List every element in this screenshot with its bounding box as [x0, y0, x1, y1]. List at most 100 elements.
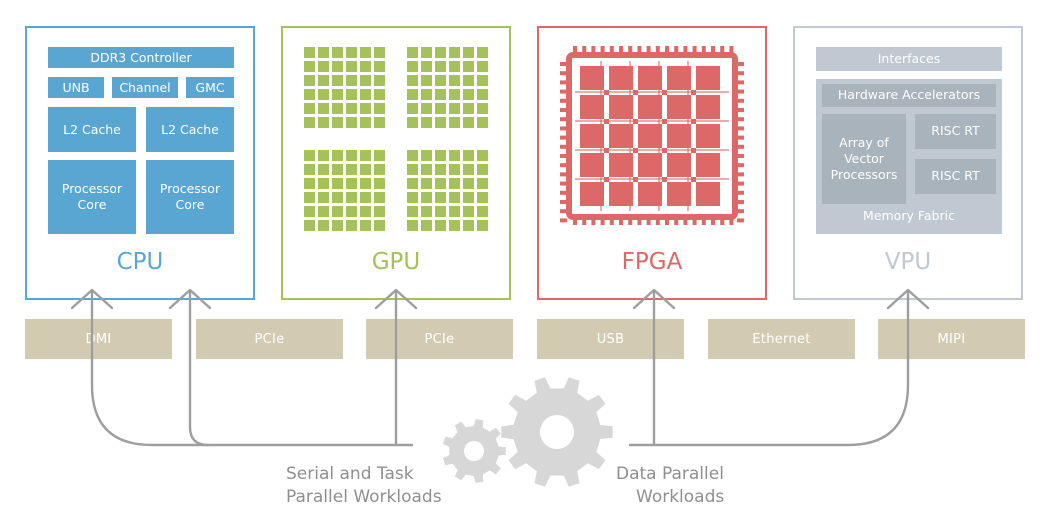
gpu-core-cell	[332, 75, 343, 86]
gpu-core-cell	[332, 89, 343, 100]
fpga-pin	[560, 209, 567, 214]
fpga-pin	[619, 218, 623, 225]
gpu-core-cell	[463, 61, 474, 72]
fpga-pin	[560, 144, 567, 149]
gpu-core-cell	[304, 150, 315, 161]
gpu-core-cell	[421, 61, 432, 72]
array-of-vector-processors-block: Array of Vector Processors	[822, 114, 906, 204]
bus-pcie-2: PCIe	[366, 319, 513, 359]
arrow-head-vpu	[886, 288, 930, 310]
fpga-pin	[560, 98, 567, 103]
fpga-switch	[604, 148, 609, 153]
fpga-pin	[560, 117, 567, 122]
gpu-core-cell	[477, 178, 488, 189]
fpga-pin	[560, 172, 567, 177]
gpu-core-cell	[477, 206, 488, 217]
gpu-core-cell	[374, 206, 385, 217]
fpga-pin	[600, 46, 605, 53]
fpga-switch	[691, 177, 696, 182]
bus-mipi: MIPI	[878, 319, 1025, 359]
fpga-pin	[674, 46, 679, 53]
fpga-switch	[662, 177, 667, 182]
gpu-core-cell	[477, 75, 488, 86]
fpga-pin	[560, 181, 567, 186]
small-gear-hole	[464, 441, 484, 461]
fpga-pin	[737, 181, 744, 186]
fpga-pin	[560, 135, 567, 140]
fpga-pin	[737, 126, 744, 131]
fpga-pin	[737, 135, 744, 140]
gpu-core-cell	[360, 192, 371, 203]
fpga-interconnect	[575, 120, 729, 122]
fpga-logic-block	[696, 95, 720, 119]
fpga-pin	[560, 62, 567, 66]
gpu-core-cell	[449, 61, 460, 72]
gpu-core-cell	[318, 103, 329, 114]
gpu-core-cell	[477, 164, 488, 175]
fpga-pin	[720, 46, 725, 53]
gpu-core-cell	[360, 75, 371, 86]
fpga-logic-block	[638, 66, 662, 90]
gpu-core-cell	[449, 178, 460, 189]
fpga-pin	[573, 46, 577, 53]
fpga-pin	[692, 218, 697, 225]
gpu-core-cell	[421, 75, 432, 86]
fpga-switch	[604, 119, 609, 124]
gpu-core-cell	[449, 206, 460, 217]
fpga-pin	[646, 218, 651, 225]
gpu-core-cell	[407, 89, 418, 100]
cpu-title: CPU	[116, 249, 164, 275]
gpu-core-cell	[463, 178, 474, 189]
gpu-core-cell	[463, 47, 474, 58]
fpga-pin	[737, 163, 744, 168]
fpga-pin	[560, 80, 567, 85]
gpu-core-cell	[374, 164, 385, 175]
fpga-pin	[560, 190, 567, 195]
gpu-core-cell	[332, 47, 343, 58]
fpga-logic-block	[609, 124, 633, 148]
fpga-logic-block	[609, 95, 633, 119]
gpu-core-cell	[304, 47, 315, 58]
gpu-core-cell	[463, 89, 474, 100]
arrow-head-cpu-pcie	[168, 288, 212, 310]
fpga-logic-block	[667, 182, 691, 206]
fpga-pin	[655, 46, 660, 53]
gpu-core-cell	[421, 220, 432, 231]
gpu-core-cell	[463, 206, 474, 217]
gpu-core-cell	[346, 178, 357, 189]
fpga-switch	[691, 119, 696, 124]
gpu-core-cell	[360, 117, 371, 128]
gpu-core-cell	[346, 164, 357, 175]
gpu-core-cell	[360, 150, 371, 161]
fpga-pin	[609, 46, 614, 53]
processor-core-block-left: Processor Core	[48, 160, 136, 234]
gpu-core-cell	[449, 89, 460, 100]
gpu-core-cell	[477, 103, 488, 114]
gpu-core-cell	[407, 206, 418, 217]
gpu-core-cell	[435, 206, 446, 217]
fpga-switch	[633, 177, 638, 182]
gpu-core-cell	[346, 47, 357, 58]
gpu-core-cell	[435, 103, 446, 114]
gpu-core-cell	[360, 164, 371, 175]
fpga-logic-block	[580, 95, 604, 119]
arrow-head-gpu	[374, 288, 418, 310]
gpu-core-cell	[346, 117, 357, 128]
fpga-switch	[662, 119, 667, 124]
gpu-core-cell	[407, 192, 418, 203]
fpga-pin	[737, 71, 744, 76]
gpu-core-cell	[374, 178, 385, 189]
gpu-core-cell	[332, 164, 343, 175]
fpga-pin	[737, 209, 744, 214]
fpga-pin	[737, 108, 744, 112]
gpu-core-cell	[449, 220, 460, 231]
gpu-core-cell	[332, 206, 343, 217]
gpu-core-cell	[332, 192, 343, 203]
gpu-core-cell	[374, 47, 385, 58]
gpu-core-cell	[374, 150, 385, 161]
fpga-pin	[600, 218, 605, 225]
gpu-core-cell	[318, 220, 329, 231]
fpga-pin	[692, 46, 697, 53]
